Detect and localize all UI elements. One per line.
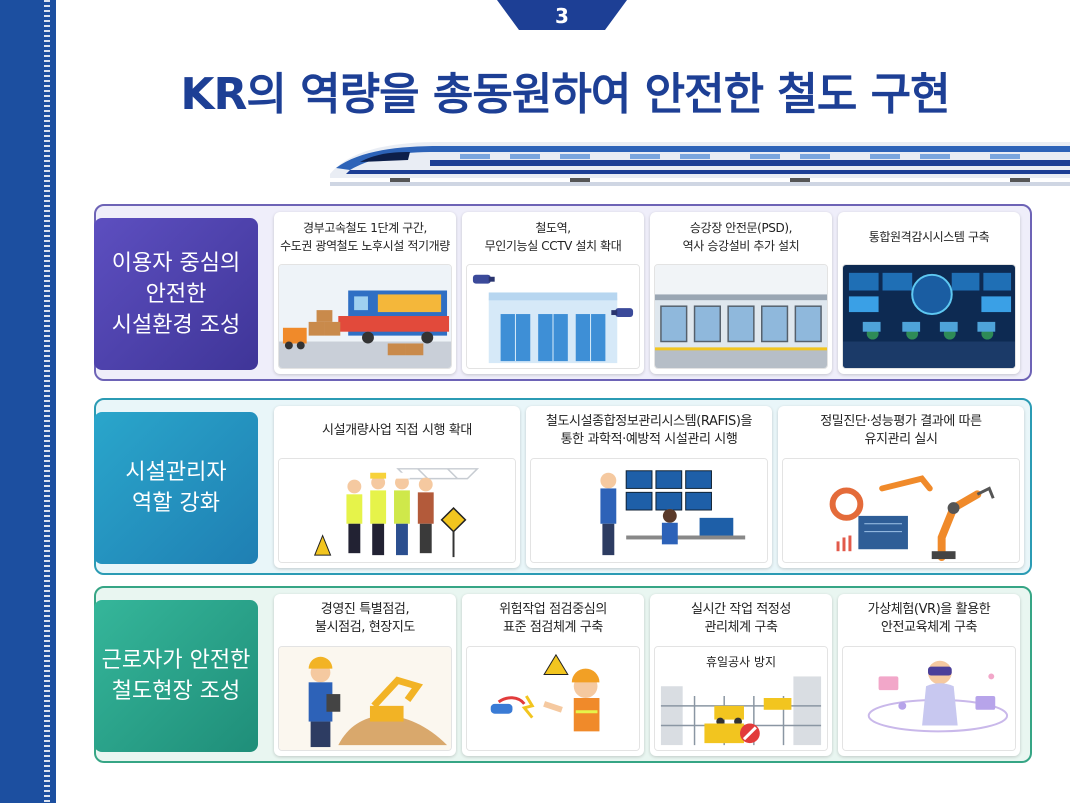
vr-headset-icon: [842, 646, 1016, 751]
control-room-icon: [842, 264, 1016, 369]
card-facility-upgrade: 경부고속철도 1단계 구간, 수도권 광역철도 노후시설 적기개량: [274, 212, 456, 374]
card-standard-inspection: 위험작업 점검중심의 표준 점검체계 구축: [462, 594, 644, 756]
section-manager-role: 시설관리자 역할 강화 시설개량사업 직접 시행 확대 철도시설종합정보관리시스…: [94, 398, 1032, 575]
card-title: 철도시설종합정보관리시스템(RAFIS)을 통한 과학적·예방적 시설관리 시행: [545, 414, 753, 447]
section-label: 시설관리자 역할 강화: [94, 412, 258, 564]
card-title: 철도역, 무인기능실 CCTV 설치 확대: [484, 221, 622, 253]
card-remote-monitoring: 통합원격감시시스템 구축: [838, 212, 1020, 374]
section-label: 이용자 중심의 안전한 시설환경 조성: [94, 218, 258, 370]
image-caption: 휴일공사 방지: [705, 655, 777, 669]
card-cctv: 철도역, 무인기능실 CCTV 설치 확대: [462, 212, 644, 374]
card-title: 경부고속철도 1단계 구간, 수도권 광역철도 노후시설 적기개량: [280, 221, 450, 253]
card-title: 위험작업 점검중심의 표준 점검체계 구축: [499, 602, 607, 635]
card-direct-execution: 시설개량사업 직접 시행 확대: [274, 406, 520, 568]
card-title: 가상체험(VR)을 활용한 안전교육체계 구축: [867, 602, 991, 635]
train-illustration: [330, 134, 1070, 190]
card-title: 승강장 안전문(PSD), 역사 승강설비 추가 설치: [682, 221, 800, 253]
cctv-icon: [466, 264, 640, 369]
card-rafis: 철도시설종합정보관리시스템(RAFIS)을 통한 과학적·예방적 시설관리 시행: [526, 406, 772, 568]
electric-hazard-icon: [466, 646, 640, 751]
robot-arm-icon: [782, 458, 1020, 563]
left-stripe: [0, 0, 56, 803]
stripe-dots: [44, 0, 50, 803]
page-number-tab: 3: [497, 0, 627, 30]
card-title: 실시간 작업 적정성 관리체계 구축: [691, 602, 791, 635]
card-platform-door: 승강장 안전문(PSD), 역사 승강설비 추가 설치: [650, 212, 832, 374]
card-title: 정밀진단·성능평가 결과에 따른 유지관리 실시: [820, 414, 982, 447]
page-title: KR의 역량을 총동원하여 안전한 철도 구현: [180, 69, 950, 120]
card-management-inspection: 경영진 특별점검, 불시점검, 현장지도: [274, 594, 456, 756]
inspector-icon: [278, 646, 452, 751]
monitoring-icon: [530, 458, 768, 563]
section-label: 근로자가 안전한 철도현장 조성: [94, 600, 258, 752]
card-precision-diagnosis: 정밀진단·성능평가 결과에 따른 유지관리 실시: [778, 406, 1024, 568]
card-title: 시설개량사업 직접 시행 확대: [322, 423, 472, 438]
card-title: 경영진 특별점검, 불시점검, 현장지도: [315, 602, 415, 635]
page-number: 3: [555, 4, 569, 28]
card-realtime-management: 실시간 작업 적정성 관리체계 구축 휴일공사 방지: [650, 594, 832, 756]
card-vr-education: 가상체험(VR)을 활용한 안전교육체계 구축: [838, 594, 1020, 756]
workers-icon: [278, 458, 516, 563]
card-title: 통합원격감시시스템 구축: [868, 230, 990, 244]
freight-train-icon: [278, 264, 452, 369]
construction-site-icon: 휴일공사 방지: [654, 646, 828, 751]
section-user-safety: 이용자 중심의 안전한 시설환경 조성 경부고속철도 1단계 구간, 수도권 광…: [94, 204, 1032, 381]
platform-door-icon: [654, 264, 828, 369]
section-worker-safety: 근로자가 안전한 철도현장 조성 경영진 특별점검, 불시점검, 현장지도 위험…: [94, 586, 1032, 763]
